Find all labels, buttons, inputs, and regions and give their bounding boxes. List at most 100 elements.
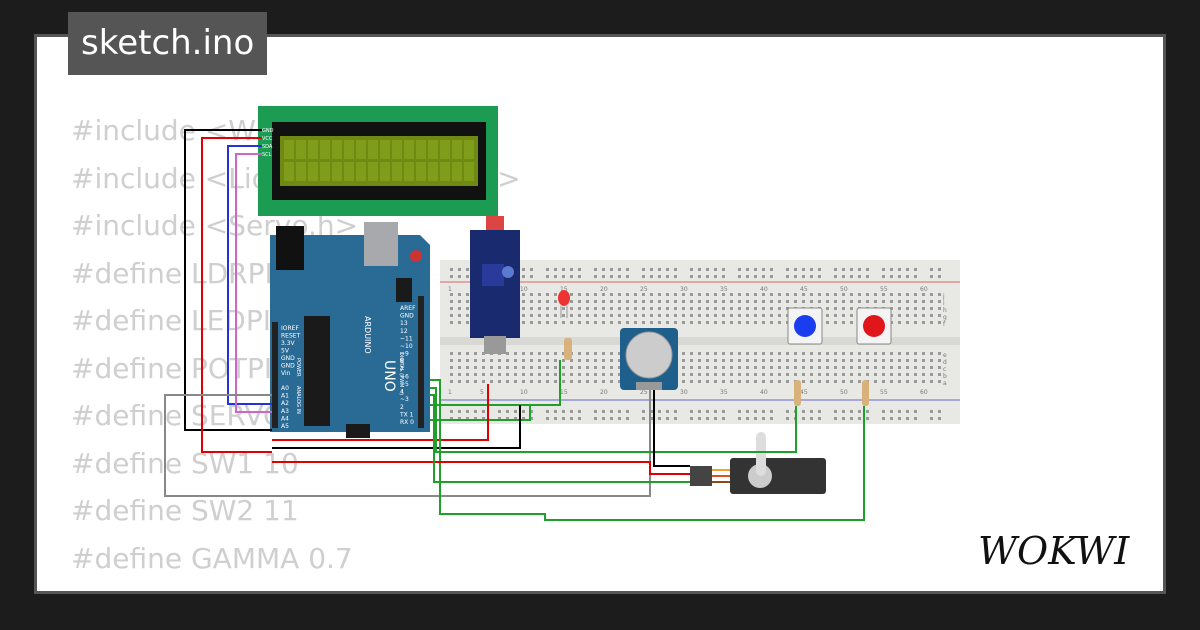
breadboard-hole[interactable] bbox=[722, 300, 725, 303]
breadboard-hole[interactable] bbox=[706, 410, 709, 413]
breadboard-hole[interactable] bbox=[650, 275, 653, 278]
breadboard-hole[interactable] bbox=[906, 417, 909, 420]
breadboard-hole[interactable] bbox=[898, 293, 901, 296]
breadboard-hole[interactable] bbox=[490, 359, 493, 362]
breadboard-hole[interactable] bbox=[538, 300, 541, 303]
breadboard-hole[interactable] bbox=[458, 293, 461, 296]
breadboard-hole[interactable] bbox=[554, 275, 557, 278]
breadboard-hole[interactable] bbox=[586, 359, 589, 362]
breadboard-hole[interactable] bbox=[818, 366, 821, 369]
breadboard-hole[interactable] bbox=[666, 293, 669, 296]
breadboard-hole[interactable] bbox=[522, 300, 525, 303]
breadboard-hole[interactable] bbox=[578, 275, 581, 278]
breadboard-hole[interactable] bbox=[562, 373, 565, 376]
breadboard-hole[interactable] bbox=[458, 275, 461, 278]
breadboard-hole[interactable] bbox=[882, 359, 885, 362]
breadboard-hole[interactable] bbox=[922, 300, 925, 303]
breadboard-hole[interactable] bbox=[858, 366, 861, 369]
breadboard-hole[interactable] bbox=[834, 314, 837, 317]
breadboard-hole[interactable] bbox=[938, 352, 941, 355]
breadboard-hole[interactable] bbox=[834, 293, 837, 296]
breadboard-hole[interactable] bbox=[762, 417, 765, 420]
breadboard-hole[interactable] bbox=[810, 366, 813, 369]
breadboard-hole[interactable] bbox=[570, 380, 573, 383]
breadboard-hole[interactable] bbox=[450, 293, 453, 296]
breadboard-hole[interactable] bbox=[650, 321, 653, 324]
breadboard-hole[interactable] bbox=[666, 275, 669, 278]
breadboard-hole[interactable] bbox=[698, 268, 701, 271]
breadboard-hole[interactable] bbox=[794, 293, 797, 296]
breadboard-hole[interactable] bbox=[514, 417, 517, 420]
breadboard-hole[interactable] bbox=[938, 314, 941, 317]
breadboard-hole[interactable] bbox=[914, 321, 917, 324]
breadboard-hole[interactable] bbox=[666, 307, 669, 310]
breadboard-hole[interactable] bbox=[450, 268, 453, 271]
breadboard-hole[interactable] bbox=[738, 307, 741, 310]
breadboard-hole[interactable] bbox=[554, 321, 557, 324]
breadboard-hole[interactable] bbox=[898, 268, 901, 271]
breadboard-hole[interactable] bbox=[818, 275, 821, 278]
breadboard-hole[interactable] bbox=[722, 293, 725, 296]
breadboard-hole[interactable] bbox=[858, 275, 861, 278]
breadboard-hole[interactable] bbox=[730, 321, 733, 324]
breadboard-hole[interactable] bbox=[866, 352, 869, 355]
breadboard-hole[interactable] bbox=[466, 417, 469, 420]
breadboard-hole[interactable] bbox=[474, 359, 477, 362]
breadboard-hole[interactable] bbox=[938, 410, 941, 413]
breadboard-hole[interactable] bbox=[930, 373, 933, 376]
breadboard-hole[interactable] bbox=[674, 307, 677, 310]
breadboard-hole[interactable] bbox=[578, 268, 581, 271]
breadboard-hole[interactable] bbox=[906, 410, 909, 413]
breadboard-hole[interactable] bbox=[530, 300, 533, 303]
breadboard-hole[interactable] bbox=[650, 300, 653, 303]
breadboard-hole[interactable] bbox=[810, 300, 813, 303]
breadboard-hole[interactable] bbox=[474, 352, 477, 355]
breadboard-hole[interactable] bbox=[506, 410, 509, 413]
breadboard-hole[interactable] bbox=[866, 417, 869, 420]
breadboard-hole[interactable] bbox=[850, 275, 853, 278]
breadboard-hole[interactable] bbox=[666, 321, 669, 324]
breadboard-hole[interactable] bbox=[466, 268, 469, 271]
breadboard-hole[interactable] bbox=[770, 417, 773, 420]
breadboard-hole[interactable] bbox=[602, 314, 605, 317]
breadboard-hole[interactable] bbox=[466, 366, 469, 369]
breadboard-hole[interactable] bbox=[866, 366, 869, 369]
breadboard-hole[interactable] bbox=[754, 366, 757, 369]
breadboard-hole[interactable] bbox=[474, 380, 477, 383]
breadboard-hole[interactable] bbox=[834, 321, 837, 324]
breadboard-hole[interactable] bbox=[562, 380, 565, 383]
breadboard-hole[interactable] bbox=[746, 300, 749, 303]
breadboard-hole[interactable] bbox=[898, 417, 901, 420]
breadboard-hole[interactable] bbox=[658, 321, 661, 324]
breadboard-hole[interactable] bbox=[466, 307, 469, 310]
breadboard-hole[interactable] bbox=[762, 352, 765, 355]
breadboard-hole[interactable] bbox=[626, 410, 629, 413]
breadboard-hole[interactable] bbox=[882, 380, 885, 383]
breadboard-hole[interactable] bbox=[890, 293, 893, 296]
breadboard-hole[interactable] bbox=[818, 300, 821, 303]
breadboard-hole[interactable] bbox=[658, 300, 661, 303]
breadboard-hole[interactable] bbox=[714, 366, 717, 369]
breadboard-hole[interactable] bbox=[762, 307, 765, 310]
breadboard-hole[interactable] bbox=[554, 410, 557, 413]
breadboard-hole[interactable] bbox=[730, 293, 733, 296]
breadboard-hole[interactable] bbox=[722, 275, 725, 278]
breadboard-hole[interactable] bbox=[746, 352, 749, 355]
breadboard-hole[interactable] bbox=[690, 380, 693, 383]
breadboard-hole[interactable] bbox=[466, 300, 469, 303]
breadboard-hole[interactable] bbox=[466, 352, 469, 355]
breadboard-hole[interactable] bbox=[754, 352, 757, 355]
breadboard-hole[interactable] bbox=[562, 314, 565, 317]
breadboard-hole[interactable] bbox=[930, 300, 933, 303]
breadboard-hole[interactable] bbox=[626, 307, 629, 310]
breadboard-hole[interactable] bbox=[842, 359, 845, 362]
breadboard-hole[interactable] bbox=[698, 293, 701, 296]
breadboard-hole[interactable] bbox=[778, 307, 781, 310]
breadboard-hole[interactable] bbox=[450, 307, 453, 310]
breadboard-hole[interactable] bbox=[530, 321, 533, 324]
breadboard-hole[interactable] bbox=[778, 373, 781, 376]
breadboard-hole[interactable] bbox=[578, 321, 581, 324]
breadboard-hole[interactable] bbox=[538, 293, 541, 296]
breadboard-hole[interactable] bbox=[642, 300, 645, 303]
breadboard-hole[interactable] bbox=[690, 321, 693, 324]
